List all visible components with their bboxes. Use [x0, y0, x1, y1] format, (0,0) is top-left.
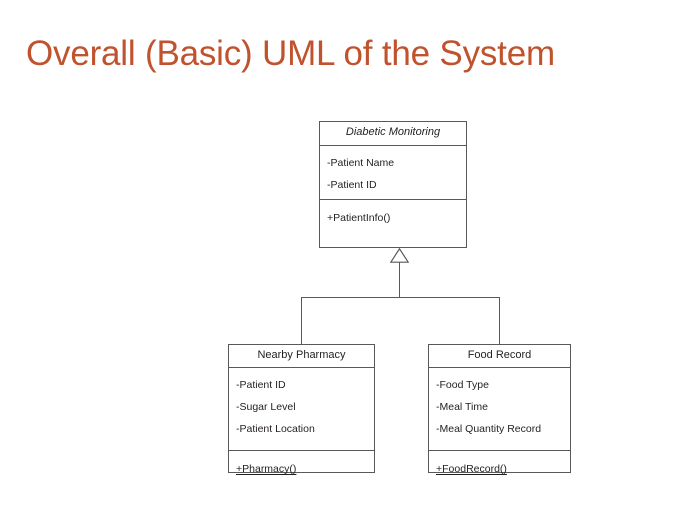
- uml-attribute: -Sugar Level: [236, 401, 296, 413]
- uml-attribute: -Patient Location: [236, 423, 315, 435]
- generalization-branch-nearby-pharmacy: [301, 297, 302, 344]
- generalization-branch-food-record: [499, 297, 500, 344]
- generalization-triangle-icon: [390, 248, 409, 263]
- uml-operations-nearby-pharmacy: +Pharmacy(): [229, 451, 374, 475]
- uml-class-name-diabetic-monitoring: Diabetic Monitoring: [320, 122, 466, 146]
- uml-operation: +Pharmacy(): [236, 463, 297, 475]
- uml-attribute: -Food Type: [436, 379, 489, 391]
- uml-operations-food-record: +FoodRecord(): [429, 451, 570, 475]
- generalization-stem-line: [399, 262, 400, 298]
- uml-class-nearby-pharmacy[interactable]: Nearby Pharmacy -Patient ID -Sugar Level…: [228, 344, 375, 475]
- uml-class-diabetic-monitoring[interactable]: Diabetic Monitoring -Patient Name -Patie…: [319, 121, 467, 248]
- uml-attributes-nearby-pharmacy: -Patient ID -Sugar Level -Patient Locati…: [229, 368, 374, 451]
- uml-attribute: -Meal Time: [436, 401, 488, 413]
- uml-class-food-record[interactable]: Food Record -Food Type -Meal Time -Meal …: [428, 344, 571, 475]
- uml-attributes-food-record: -Food Type -Meal Time -Meal Quantity Rec…: [429, 368, 570, 451]
- generalization-bus-line: [301, 297, 499, 298]
- uml-class-name-food-record: Food Record: [429, 345, 570, 368]
- uml-attribute: -Meal Quantity Record: [436, 423, 542, 435]
- uml-attribute: -Patient ID: [327, 179, 377, 191]
- uml-operations-diabetic-monitoring: +PatientInfo(): [320, 200, 466, 249]
- uml-operation: +PatientInfo(): [327, 212, 391, 224]
- uml-attribute: -Patient Name: [327, 157, 395, 169]
- uml-attribute: -Patient ID: [236, 379, 286, 391]
- uml-class-name-nearby-pharmacy: Nearby Pharmacy: [229, 345, 374, 368]
- uml-operation: +FoodRecord(): [436, 463, 507, 475]
- uml-attributes-diabetic-monitoring: -Patient Name -Patient ID: [320, 146, 466, 200]
- page-title: Overall (Basic) UML of the System: [26, 34, 555, 73]
